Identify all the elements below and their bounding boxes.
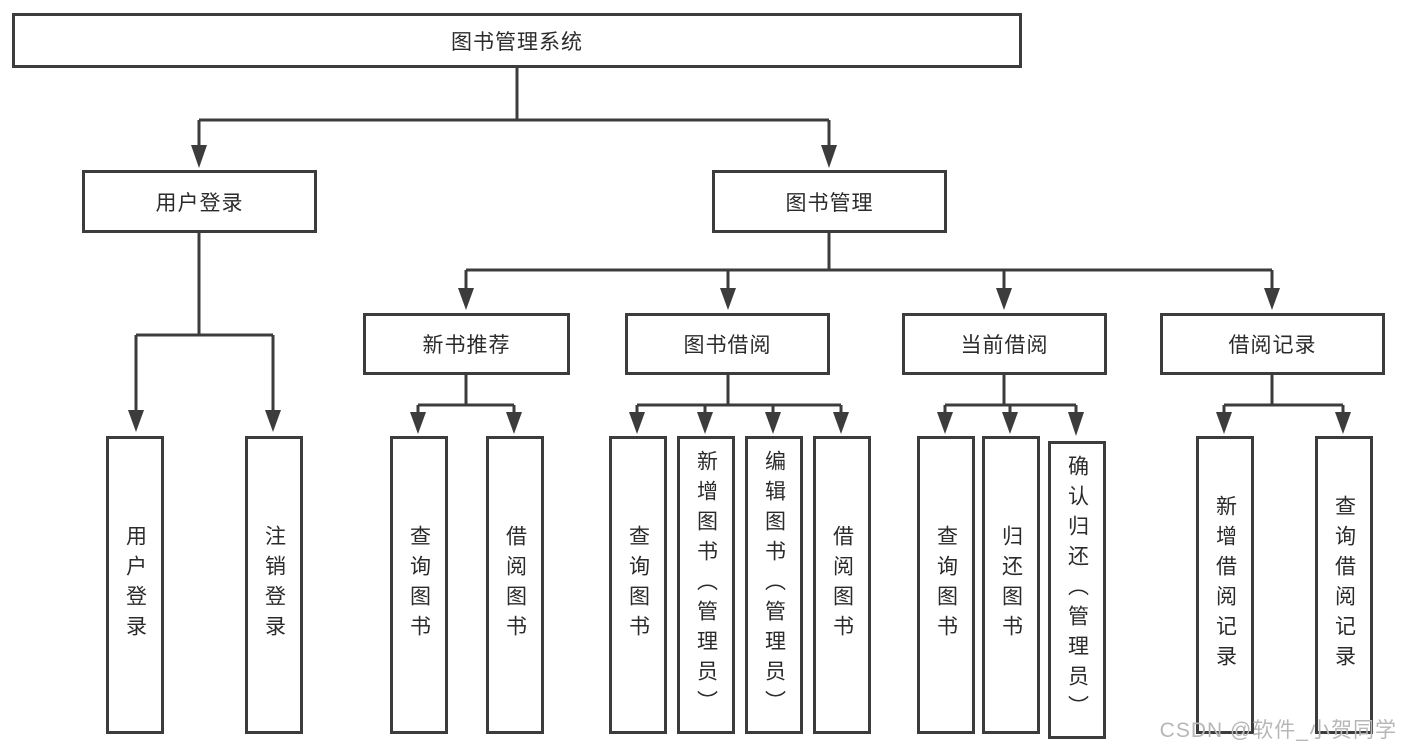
leaf-edit-book-admin: 编辑图书（管理员） <box>745 436 803 734</box>
node-borrowing-records: 借阅记录 <box>1160 313 1385 375</box>
current-borrow-subtree-line <box>943 375 1078 414</box>
leaf-label: 新增借阅记录 <box>1213 495 1237 675</box>
arrow-down-icon <box>765 412 781 434</box>
leaf-label: 查询借阅记录 <box>1332 495 1356 675</box>
arrow-down-icon <box>191 145 207 168</box>
arrow-down-icon <box>821 145 837 168</box>
arrow-down-icon <box>720 288 736 310</box>
arrow-down-icon <box>833 412 849 434</box>
arrow-down-icon <box>1264 288 1280 310</box>
leaf-add-book-admin: 新增图书（管理员） <box>677 436 735 734</box>
leaf-return-book: 归还图书 <box>982 436 1040 734</box>
leaf-confirm-return-admin: 确认归还（管理员） <box>1048 441 1106 739</box>
leaf-label: 查询图书 <box>934 525 958 645</box>
node-user-login: 用户登录 <box>82 170 317 233</box>
root-to-level2-line <box>197 66 831 148</box>
leaf-query-books-borrow: 查询图书 <box>609 436 667 734</box>
node-book-management: 图书管理 <box>712 170 947 233</box>
node-book-borrowing: 图书借阅 <box>625 313 830 375</box>
leaf-add-borrow-record: 新增借阅记录 <box>1196 436 1254 734</box>
leaf-label: 注销登录 <box>262 525 286 645</box>
user-login-subtree-line <box>134 233 275 412</box>
arrow-down-icon <box>937 412 953 434</box>
borrow-record-subtree-line <box>1222 375 1345 414</box>
leaf-query-borrow-record: 查询借阅记录 <box>1315 436 1373 734</box>
leaf-query-books-current: 查询图书 <box>917 436 975 734</box>
leaf-label: 借阅图书 <box>830 525 854 645</box>
leaf-label: 查询图书 <box>407 525 431 645</box>
node-label: 借阅记录 <box>1228 334 1317 357</box>
node-label: 新书推荐 <box>422 334 511 357</box>
arrow-down-icon <box>697 412 713 434</box>
node-current-borrowing: 当前借阅 <box>902 313 1107 375</box>
book-mgmt-subtree-line <box>464 233 1274 290</box>
new-book-subtree-line <box>416 375 516 414</box>
arrow-down-icon <box>629 412 645 434</box>
leaf-label: 用户登录 <box>123 525 147 645</box>
leaf-label: 借阅图书 <box>503 525 527 645</box>
arrow-down-icon <box>1216 412 1232 434</box>
arrow-down-icon <box>506 412 522 434</box>
leaf-borrow-books: 借阅图书 <box>813 436 871 734</box>
arrow-down-icon <box>410 412 426 434</box>
leaf-label: 确认归还（管理员） <box>1065 455 1089 725</box>
node-new-book-recommend: 新书推荐 <box>363 313 570 375</box>
node-label: 图书管理系统 <box>451 30 583 54</box>
arrow-down-icon <box>1002 412 1018 434</box>
leaf-label: 编辑图书（管理员） <box>762 450 786 720</box>
arrow-down-icon <box>996 288 1012 310</box>
node-library-system: 图书管理系统 <box>12 13 1022 68</box>
node-label: 用户登录 <box>155 191 244 215</box>
arrow-down-icon <box>128 410 144 432</box>
leaf-label: 归还图书 <box>999 525 1023 645</box>
leaf-label: 查询图书 <box>626 525 650 645</box>
node-label: 图书借阅 <box>683 334 772 357</box>
arrow-down-icon <box>458 288 474 310</box>
book-borrow-subtree-line <box>635 375 843 414</box>
watermark: CSDN @软件_小贺同学 <box>1159 719 1397 742</box>
arrow-down-icon <box>1335 412 1351 434</box>
node-label: 当前借阅 <box>960 334 1049 357</box>
arrow-down-icon <box>265 410 281 432</box>
leaf-logout: 注销登录 <box>245 436 303 734</box>
node-label: 图书管理 <box>785 191 874 215</box>
arrow-down-icon <box>1068 412 1084 436</box>
leaf-user-login: 用户登录 <box>106 436 164 734</box>
leaf-borrow-books-recommend: 借阅图书 <box>486 436 544 734</box>
leaf-query-books-recommend: 查询图书 <box>390 436 448 734</box>
leaf-label: 新增图书（管理员） <box>694 450 718 720</box>
